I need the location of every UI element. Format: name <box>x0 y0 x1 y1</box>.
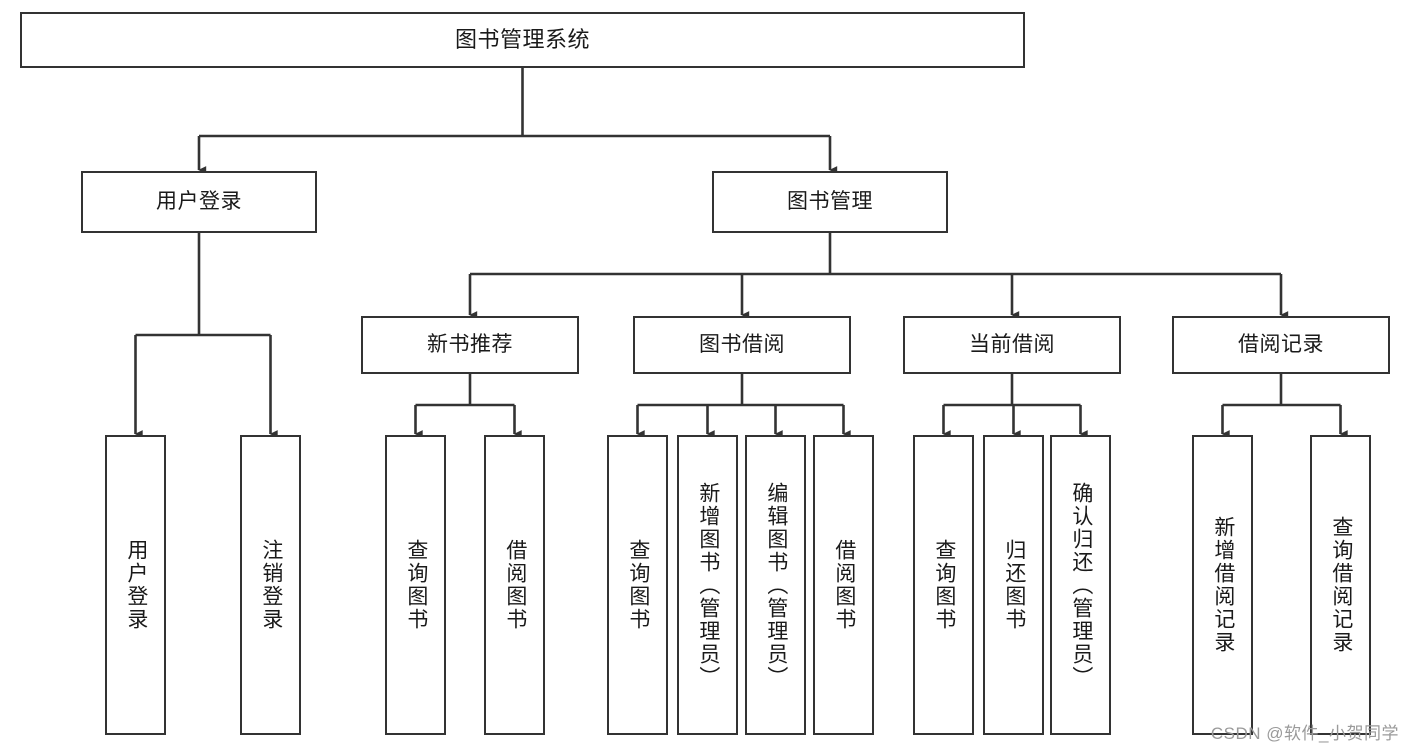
node-label-login: 用户登录 <box>156 189 242 213</box>
node-label-record: 借阅记录 <box>1238 332 1324 356</box>
node-borrow[interactable]: 图书借阅 <box>633 316 851 374</box>
node-label-leaf12: 新增借阅记录 <box>1211 516 1235 654</box>
node-leaf4[interactable]: 借阅图书 <box>484 435 545 735</box>
node-leaf1[interactable]: 用户登录 <box>105 435 166 735</box>
node-label-leaf3: 查询图书 <box>404 539 428 631</box>
node-label-root: 图书管理系统 <box>454 27 590 53</box>
node-current[interactable]: 当前借阅 <box>903 316 1121 374</box>
node-login[interactable]: 用户登录 <box>81 171 317 233</box>
node-record[interactable]: 借阅记录 <box>1172 316 1390 374</box>
node-label-leaf10: 归还图书 <box>1002 539 1026 631</box>
node-label-newbook: 新书推荐 <box>427 332 513 356</box>
node-bookmgr[interactable]: 图书管理 <box>712 171 948 233</box>
node-leaf10[interactable]: 归还图书 <box>983 435 1044 735</box>
node-label-leaf13: 查询借阅记录 <box>1329 516 1353 654</box>
node-leaf7[interactable]: 编辑图书（管理员） <box>745 435 806 735</box>
node-label-leaf11: 确认归还（管理员） <box>1069 481 1093 689</box>
node-label-bookmgr: 图书管理 <box>787 189 873 213</box>
node-newbook[interactable]: 新书推荐 <box>361 316 579 374</box>
node-leaf3[interactable]: 查询图书 <box>385 435 446 735</box>
node-label-leaf6: 新增图书（管理员） <box>696 481 720 689</box>
node-leaf5[interactable]: 查询图书 <box>607 435 668 735</box>
node-label-leaf8: 借阅图书 <box>832 539 856 631</box>
node-leaf6[interactable]: 新增图书（管理员） <box>677 435 738 735</box>
node-label-leaf9: 查询图书 <box>932 539 956 631</box>
node-root[interactable]: 图书管理系统 <box>20 12 1025 68</box>
node-label-leaf4: 借阅图书 <box>503 539 527 631</box>
node-label-leaf5: 查询图书 <box>626 539 650 631</box>
node-leaf12[interactable]: 新增借阅记录 <box>1192 435 1253 735</box>
node-leaf11[interactable]: 确认归还（管理员） <box>1050 435 1111 735</box>
node-label-leaf1: 用户登录 <box>124 539 148 631</box>
node-leaf13[interactable]: 查询借阅记录 <box>1310 435 1371 735</box>
node-leaf9[interactable]: 查询图书 <box>913 435 974 735</box>
node-label-leaf7: 编辑图书（管理员） <box>764 481 788 689</box>
watermark-text: CSDN @软件_小贺同学 <box>1210 724 1399 743</box>
node-leaf8[interactable]: 借阅图书 <box>813 435 874 735</box>
node-leaf2[interactable]: 注销登录 <box>240 435 301 735</box>
node-label-borrow: 图书借阅 <box>699 332 785 356</box>
node-label-current: 当前借阅 <box>969 332 1055 356</box>
node-label-leaf2: 注销登录 <box>259 539 283 631</box>
